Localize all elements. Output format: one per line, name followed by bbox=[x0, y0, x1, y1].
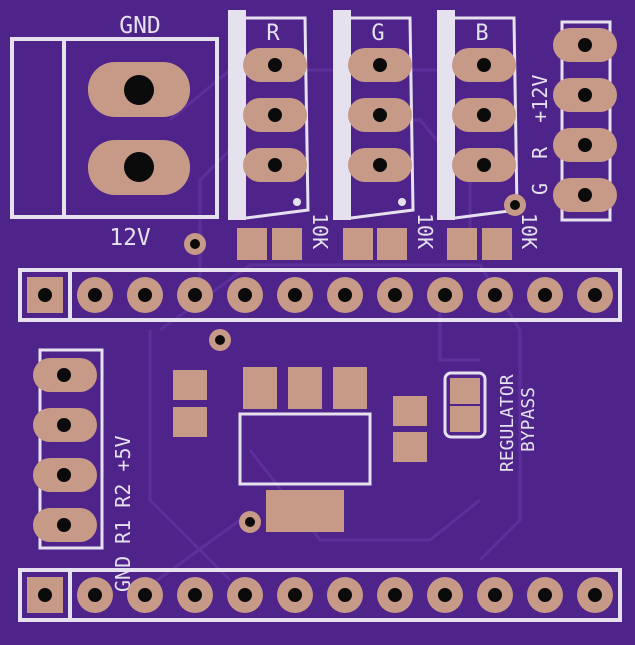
b-label: B bbox=[475, 21, 488, 46]
bottom-pin-header bbox=[18, 568, 622, 622]
bypass-jumper[interactable] bbox=[443, 371, 487, 439]
bottom-header-pin-hole-5 bbox=[238, 588, 252, 602]
bottom-header-pin-hole-8 bbox=[388, 588, 402, 602]
top-header-pin-hole-4 bbox=[188, 288, 202, 302]
top-header-pin-hole-3 bbox=[138, 288, 152, 302]
bottom-header-pin-hole-4 bbox=[188, 588, 202, 602]
resistors bbox=[237, 228, 512, 260]
regulator-outline bbox=[238, 412, 372, 486]
top-pin-header bbox=[18, 268, 622, 322]
bottom-header-pin-hole-9 bbox=[438, 588, 452, 602]
right-header-label: G R +12V bbox=[528, 75, 552, 195]
12v-label: 12V bbox=[109, 225, 151, 251]
left-header bbox=[33, 348, 104, 550]
bottom-header-pin-hole-7 bbox=[338, 588, 352, 602]
res1-label: 10K bbox=[308, 213, 332, 249]
top-header-pin-hole-12 bbox=[588, 288, 602, 302]
regulator-label: REGULATOR bbox=[497, 374, 518, 472]
connector-g bbox=[333, 10, 415, 220]
top-header-pin-hole-9 bbox=[438, 288, 452, 302]
top-header-pin-hole-8 bbox=[388, 288, 402, 302]
gnd-label: GND bbox=[119, 13, 161, 39]
bottom-header-pin-hole-2 bbox=[88, 588, 102, 602]
top-header-pin-hole-6 bbox=[288, 288, 302, 302]
res3-label: 10K bbox=[517, 213, 541, 249]
bottom-header-pin-hole-10 bbox=[488, 588, 502, 602]
power-terminal bbox=[10, 37, 219, 219]
top-header-pin-hole-5 bbox=[238, 288, 252, 302]
bypass-label: BYPASS bbox=[518, 387, 539, 452]
regulator-parts bbox=[173, 367, 427, 532]
bottom-header-pin-hole-3 bbox=[138, 588, 152, 602]
right-header bbox=[553, 20, 617, 222]
vias bbox=[184, 194, 526, 533]
connector-r bbox=[228, 10, 310, 220]
connector-b bbox=[437, 10, 519, 220]
res2-label: 10K bbox=[413, 213, 437, 249]
bottom-header-pin-hole-12 bbox=[588, 588, 602, 602]
r-label: R bbox=[266, 21, 280, 46]
g-label: G bbox=[371, 21, 384, 46]
bottom-header-pin-hole-11 bbox=[538, 588, 552, 602]
top-header-pin-hole-11 bbox=[538, 288, 552, 302]
top-header-pin-hole-7 bbox=[338, 288, 352, 302]
top-header-pin-hole-2 bbox=[88, 288, 102, 302]
left-header-label: GND R1 R2 +5V bbox=[111, 435, 135, 592]
bottom-header-pin-hole-6 bbox=[288, 588, 302, 602]
top-header-pin-hole-10 bbox=[488, 288, 502, 302]
